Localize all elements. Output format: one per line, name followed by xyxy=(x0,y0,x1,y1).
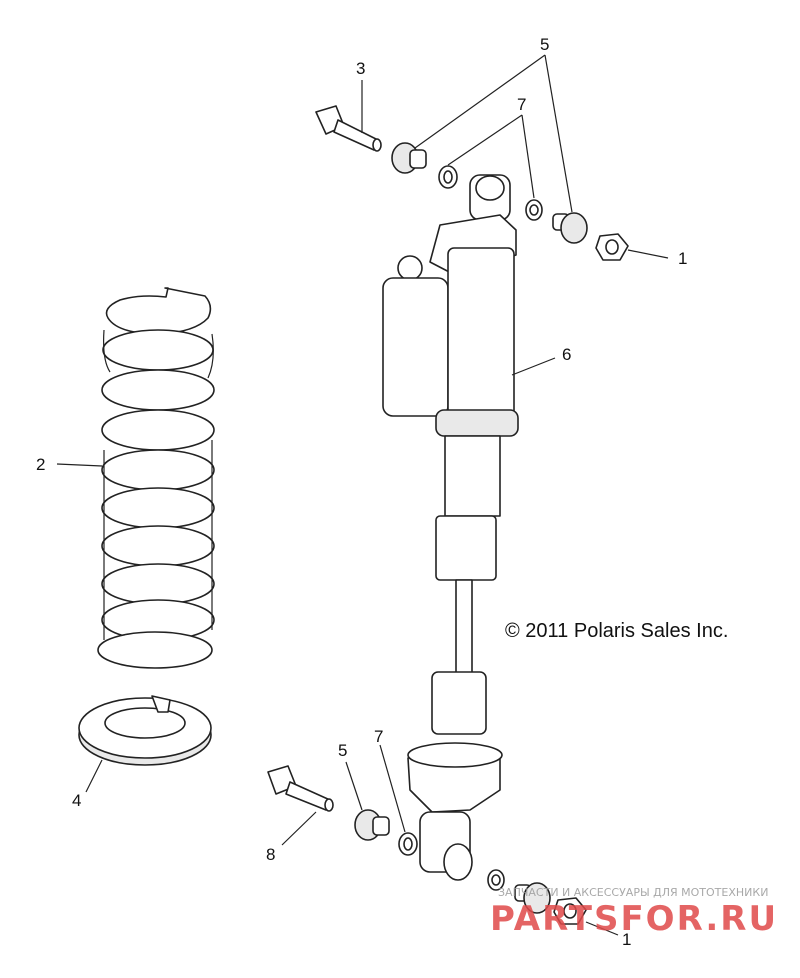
lower-washer-right xyxy=(487,869,505,891)
upper-bushing-left xyxy=(391,142,427,174)
callout-2: 2 xyxy=(36,455,45,474)
upper-nut xyxy=(595,233,629,261)
callout-1-bottom: 1 xyxy=(622,930,631,949)
lower-bushing-left xyxy=(354,809,390,841)
callout-4: 4 xyxy=(72,791,81,810)
callout-3: 3 xyxy=(356,59,365,78)
leader-lines xyxy=(56,54,669,936)
watermark-tagline: ЗАПЧАСТИ И АКСЕССУАРЫ ДЛЯ МОТОТЕХНИКИ xyxy=(498,886,768,899)
callout-5-bottom: 5 xyxy=(338,741,347,760)
callout-1-top: 1 xyxy=(678,249,687,268)
spring-seat xyxy=(78,695,212,766)
upper-washer-left xyxy=(438,165,458,189)
lower-washer-left xyxy=(398,832,418,856)
lower-nut xyxy=(553,897,587,925)
watermark-brand: PARTSFOR.RU xyxy=(490,899,778,939)
upper-bolt xyxy=(315,105,382,152)
copyright-notice: © 2011 Polaris Sales Inc. xyxy=(505,620,728,642)
upper-bushing-right xyxy=(552,212,588,244)
callout-6: 6 xyxy=(562,345,571,364)
watermark: ЗАПЧАСТИ И АКСЕССУАРЫ ДЛЯ МОТОТЕХНИКИ PA… xyxy=(490,886,778,939)
callout-5-top: 5 xyxy=(540,35,549,54)
callout-7-top: 7 xyxy=(517,95,526,114)
callout-labels: 3 5 7 1 6 2 4 5 7 8 1 xyxy=(36,35,687,949)
coil-spring xyxy=(97,287,215,669)
upper-washer-right xyxy=(525,199,543,221)
lower-bolt xyxy=(267,765,334,812)
callout-8: 8 xyxy=(266,845,275,864)
lower-bushing-right xyxy=(514,882,551,914)
callout-7-bottom: 7 xyxy=(374,727,383,746)
shock-absorber xyxy=(382,174,519,881)
